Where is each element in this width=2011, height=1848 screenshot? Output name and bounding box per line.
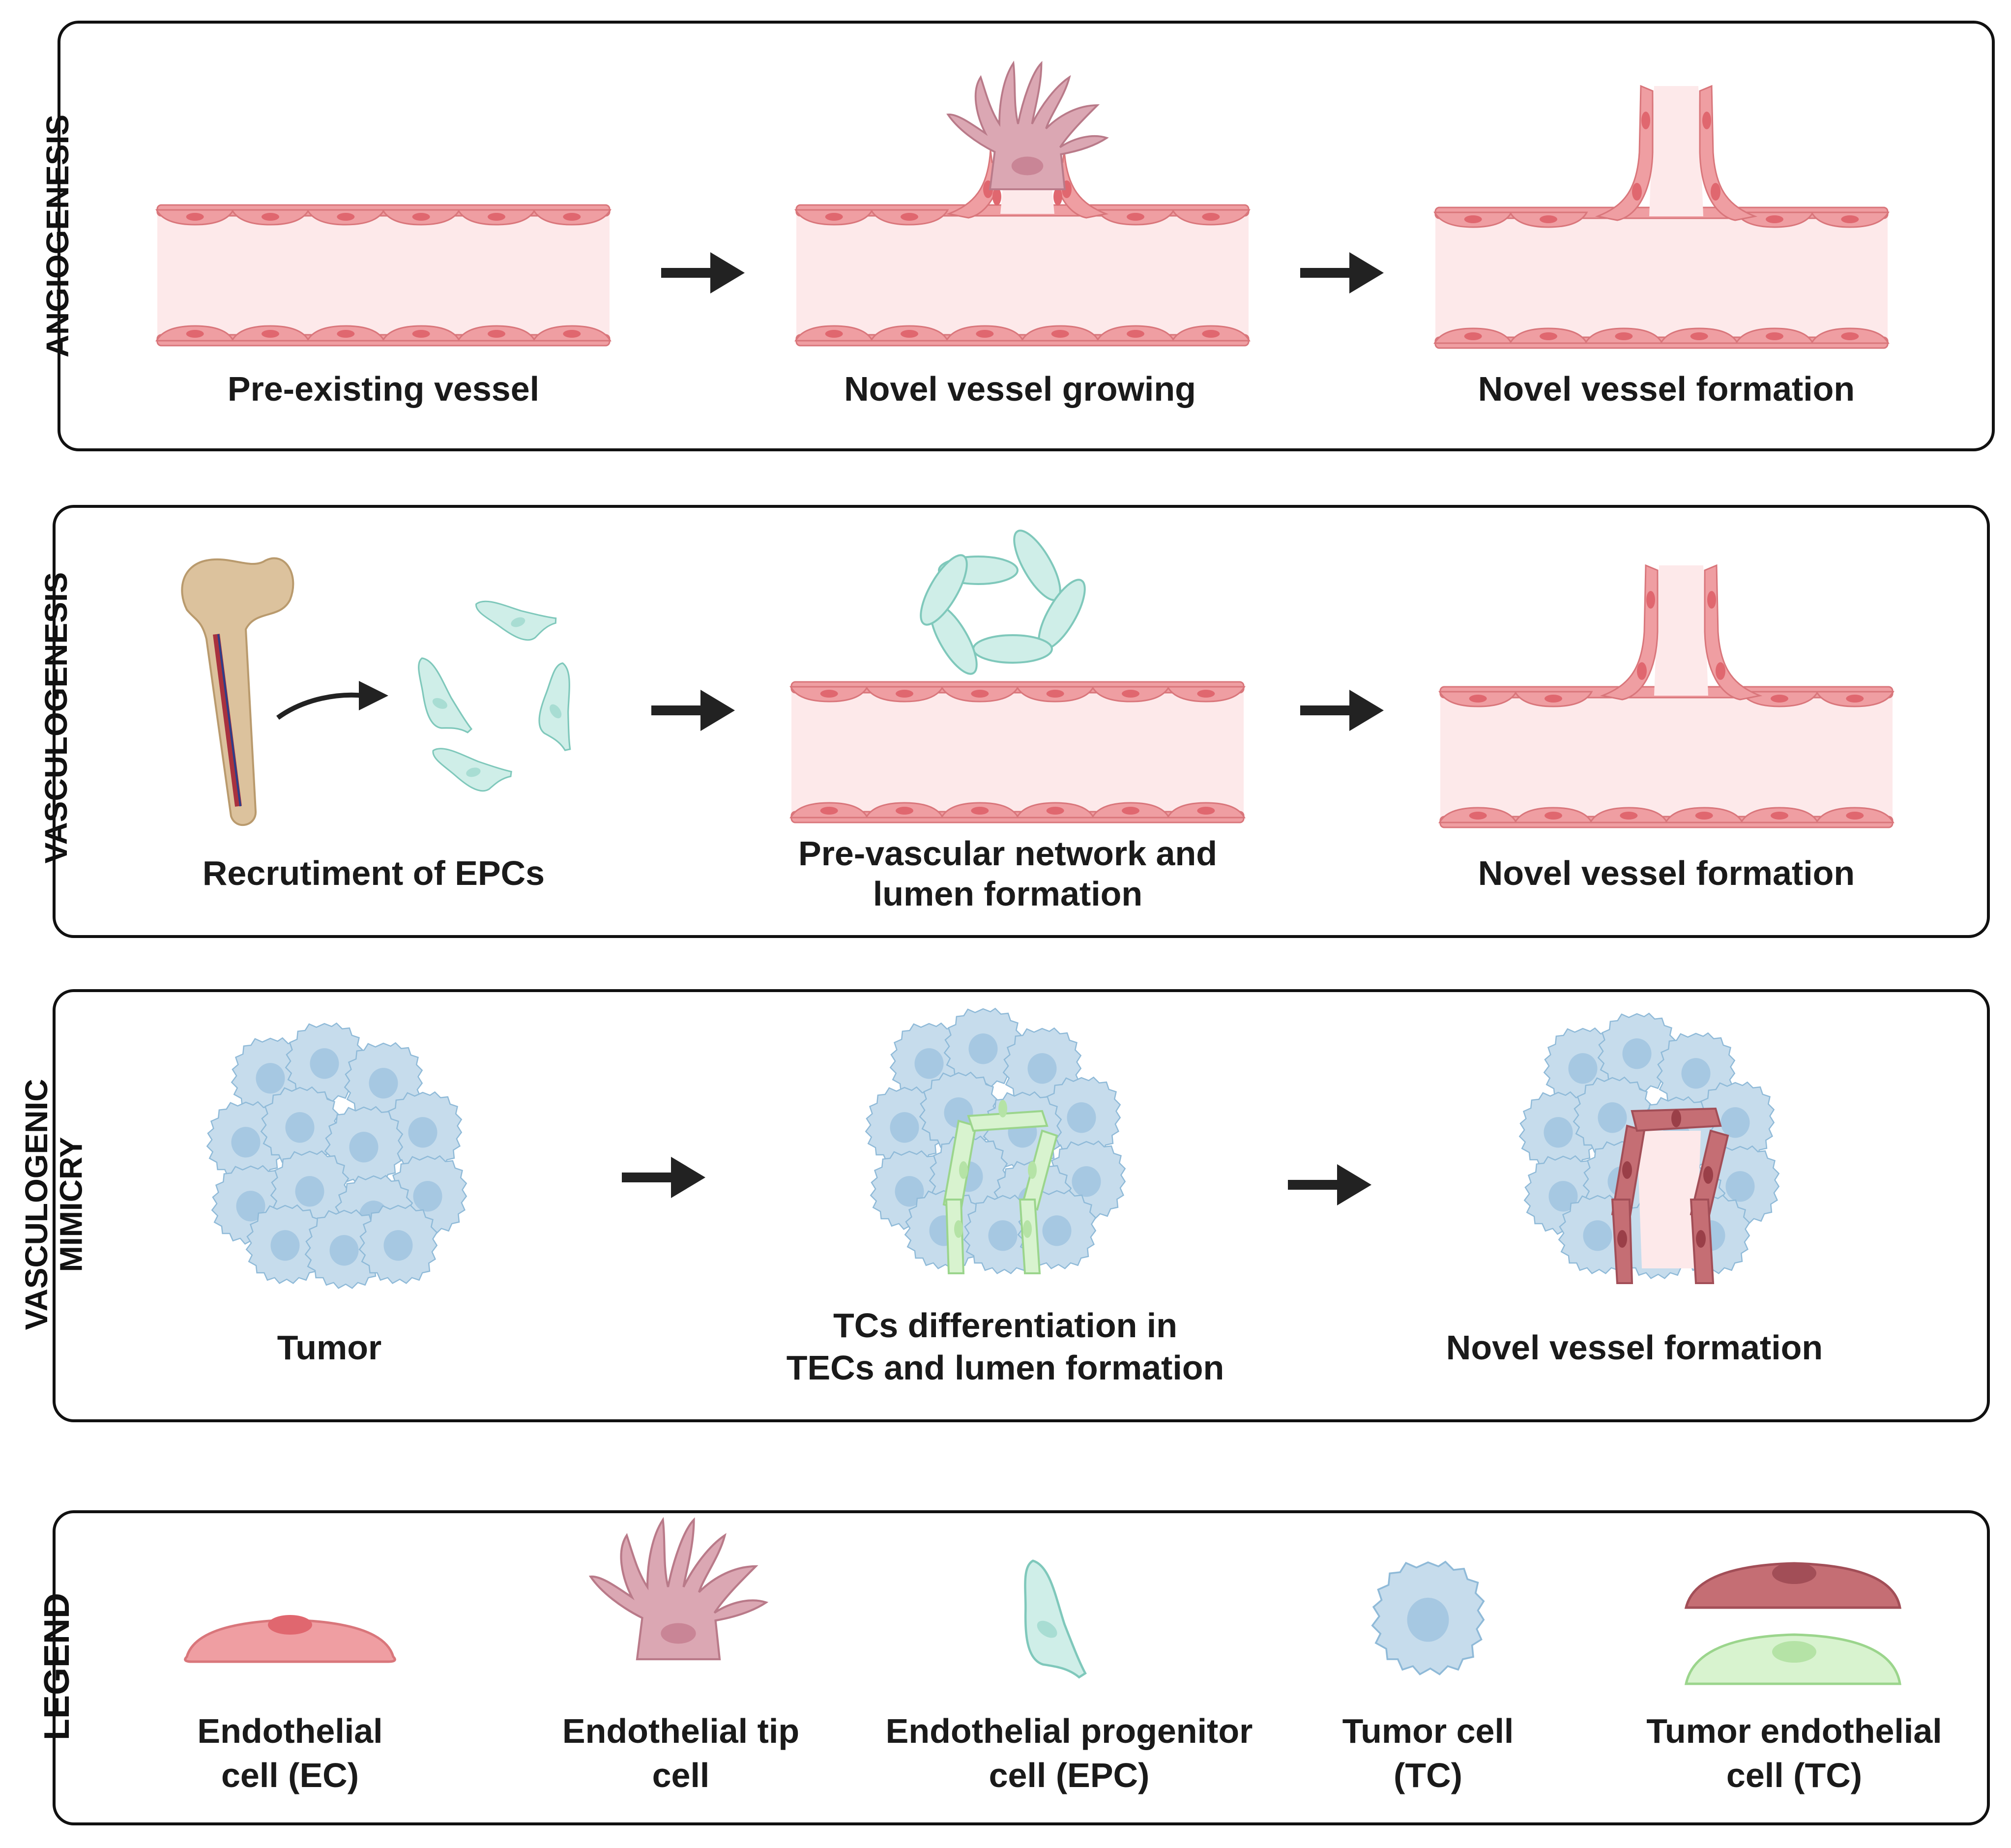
legend-label: cell (TC)	[1726, 1756, 1862, 1794]
epc-network-cell	[920, 554, 968, 626]
vessel	[790, 681, 1245, 823]
step-label: Novel vessel formation	[1446, 1328, 1823, 1367]
curved-arrow-head	[359, 681, 388, 710]
novel-vessel	[1439, 686, 1894, 828]
panel-vasculogenic-mimicry	[53, 989, 1990, 1422]
endothelial-progenitor-cell	[516, 661, 607, 757]
novel-vessel	[1434, 206, 1889, 349]
step-label: Tumor	[277, 1328, 382, 1367]
step-label: Novel vessel growing	[844, 370, 1196, 408]
vessel-sprout	[1595, 85, 1758, 221]
panel-title-vasculogenic-mimicry-line: VASCULOGENIC	[19, 1079, 54, 1330]
vessel-sprout	[1600, 564, 1763, 701]
endothelial-tip-cell	[947, 62, 1108, 190]
tec-differentiating-vessel	[942, 1100, 1058, 1274]
endothelial-progenitor-cell	[431, 731, 515, 802]
tumor-endothelial-cell	[967, 1110, 1049, 1132]
panel-title-vasculogenic-mimicry-line: MIMICRY	[53, 1137, 88, 1272]
arrow-right	[661, 252, 745, 293]
step-label: TCs differentiation in	[833, 1306, 1177, 1345]
step-label: Recrutiment of EPCs	[203, 854, 545, 892]
endothelial-progenitor-cell	[474, 579, 561, 654]
step-label: TECs and lumen formation	[787, 1349, 1224, 1387]
endothelial-tip-cell-icon	[591, 1520, 766, 1660]
step-label: Pre-vascular network and	[798, 834, 1217, 873]
panel-title-angiogenesis: ANGIOGENESIS	[40, 115, 75, 357]
panel-title-vasculogenesis: VASCULOGENESIS	[38, 572, 74, 864]
pre-vascular-network	[920, 529, 1086, 675]
endothelial-cell-icon	[184, 1615, 396, 1663]
step-label: Novel vessel formation	[1478, 370, 1855, 408]
legend-label: cell (EC)	[221, 1756, 359, 1794]
tumor-cell-icon	[1371, 1560, 1485, 1675]
tumor-endothelial-vessel	[1611, 1107, 1729, 1284]
legend-label: Tumor cell	[1342, 1712, 1514, 1750]
endothelial-progenitor-cell-icon	[986, 1559, 1121, 1688]
legend-label: (TC)	[1394, 1756, 1462, 1794]
step-label: Pre-existing vessel	[228, 370, 539, 408]
growing-vessel	[795, 204, 1250, 347]
panel-vasculogenesis	[53, 505, 1990, 938]
arrow-right	[1288, 1164, 1371, 1205]
bone-marrow-icon	[181, 557, 294, 826]
pre-existing-vessel	[156, 204, 611, 347]
step-label: Novel vessel formation	[1478, 854, 1855, 892]
endothelial-progenitor-cell	[397, 656, 491, 741]
tumor-endothelial-cell	[945, 1199, 965, 1274]
legend-title: LEGEND	[37, 1593, 77, 1740]
tumor-mass	[865, 1008, 1126, 1274]
tumor-cell	[359, 1204, 437, 1284]
tip-cell-shape	[591, 1520, 766, 1660]
epc-shape	[986, 1559, 1121, 1688]
panel-title-angiogenesis-line: ANGIOGENESIS	[40, 115, 75, 357]
legend-label: Endothelial progenitor	[886, 1712, 1253, 1750]
legend-label: cell (EPC)	[989, 1756, 1150, 1794]
legend-label: cell	[652, 1756, 710, 1794]
tumor-cell-shape	[1371, 1560, 1485, 1675]
legend-label: Endothelial	[197, 1712, 382, 1750]
arrow-right	[1300, 690, 1384, 731]
curved-arrow	[276, 692, 364, 720]
legend-label: Tumor endothelial	[1646, 1712, 1942, 1750]
tumor-endothelial-cell-icon	[1684, 1562, 1901, 1685]
tumor-endothelial-cell	[1019, 1199, 1041, 1274]
epc-network-cell	[972, 634, 1053, 664]
panel-angiogenesis	[58, 21, 1995, 451]
tumor-mass	[206, 1023, 467, 1289]
arrow-right	[622, 1157, 705, 1198]
arrow-right	[651, 690, 735, 731]
panel-title-vasculogenesis-line: VASCULOGENESIS	[38, 572, 74, 864]
legend-label: Endothelial tip	[562, 1712, 799, 1750]
step-label: lumen formation	[873, 875, 1142, 913]
vessel-sprout	[946, 62, 1109, 219]
arrow-right	[1300, 252, 1384, 293]
panel-legend	[53, 1510, 1990, 1825]
